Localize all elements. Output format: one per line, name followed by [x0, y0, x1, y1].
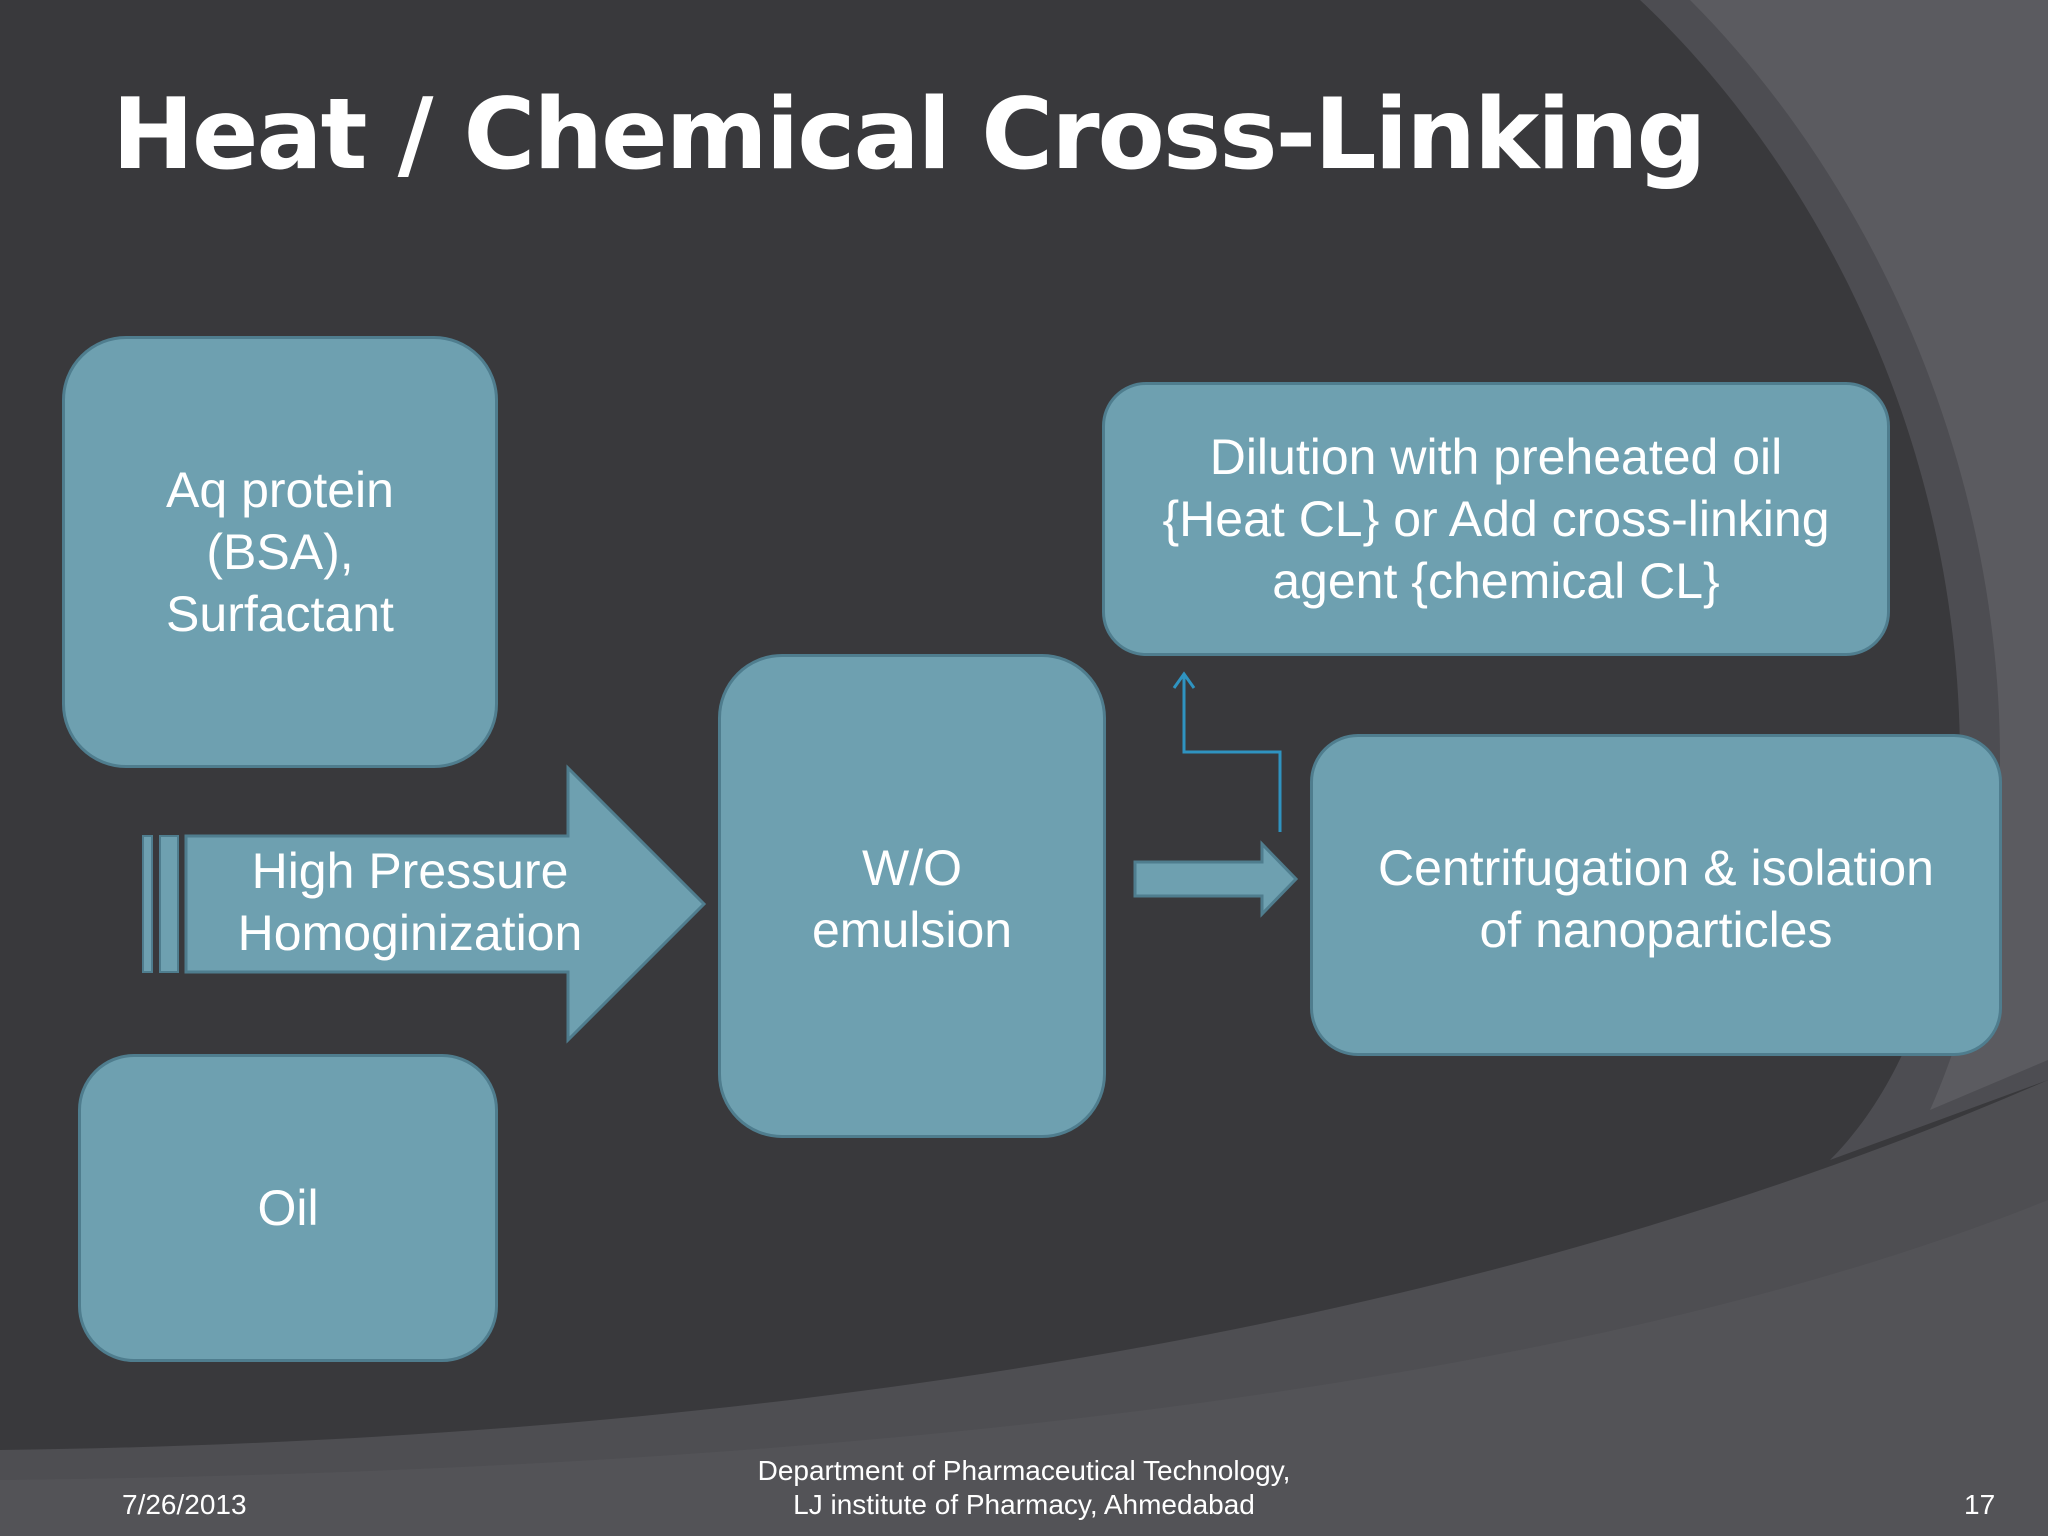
dilution-box: Dilution with preheated oil {Heat CL} or… [1102, 382, 1890, 656]
emulsion-to-centrifugation-arrow [1133, 840, 1299, 918]
footer-date: 7/26/2013 [122, 1489, 247, 1520]
aq-protein-box: Aq protein (BSA), Surfactant [62, 336, 498, 768]
footer-page-number: 17 [1964, 1489, 1996, 1520]
centrifugation-box: Centrifugation & isolation of nanopartic… [1310, 734, 2002, 1056]
footer-institute-line: LJ institute of Pharmacy, Ahmedabad [793, 1488, 1255, 1520]
slide-title: Heat / Chemical Cross-Linking [112, 78, 1707, 192]
high-pressure-label: High Pressure Homoginization [237, 843, 583, 961]
oil-box: Oil [78, 1054, 498, 1362]
footer-department-line: Department of Pharmaceutical Technology, [757, 1455, 1291, 1486]
aq-protein-text: Aq protein (BSA), Surfactant [166, 462, 394, 642]
high-pressure-arrow [142, 764, 707, 1044]
wo-emulsion-box: W/O emulsion [718, 654, 1106, 1138]
oil-text: Oil [257, 1180, 319, 1236]
dilution-text: Dilution with preheated oil {Heat CL} or… [1162, 429, 1830, 609]
footer-department: Department of Pharmaceutical Technology,… [700, 1454, 1348, 1521]
centrifugation-text: Centrifugation & isolation of nanopartic… [1378, 840, 1934, 958]
centrifugation-to-dilution-connector [1172, 671, 1282, 832]
wo-emulsion-text: W/O emulsion [812, 840, 1013, 958]
